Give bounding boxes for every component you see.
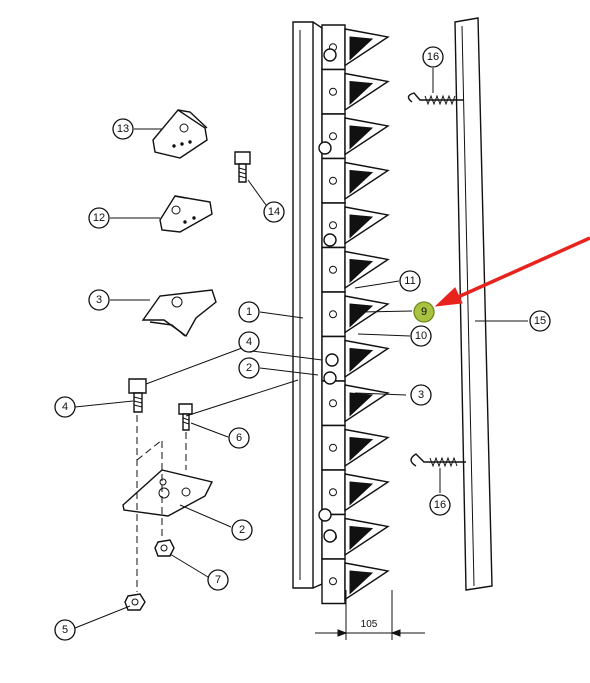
callout-label: 10 (415, 330, 427, 342)
bolt-4 (128, 378, 147, 413)
callout-3: 3 (88, 289, 110, 311)
callout-label: 4 (62, 401, 68, 413)
red-arrow-icon (434, 236, 590, 307)
callout-5: 5 (54, 619, 76, 641)
callout-circle (54, 396, 76, 418)
bracket-12 (159, 195, 213, 233)
side-bar (454, 17, 493, 591)
callout-label: 4 (246, 336, 252, 348)
nut-7 (154, 539, 175, 557)
callout-1: 1 (238, 301, 260, 323)
callout-4: 4 (54, 396, 76, 418)
callout-3: 3 (410, 384, 432, 406)
callout-circle (238, 301, 260, 323)
knife-guards (318, 24, 390, 605)
callout-label: 7 (215, 574, 221, 586)
callout-label: 2 (239, 524, 245, 536)
callout-label: 15 (534, 315, 546, 327)
callout-circle (422, 46, 444, 68)
callout-circle (88, 207, 110, 229)
callout-label: 1 (246, 306, 252, 318)
callout-label: 12 (93, 212, 105, 224)
callout-16: 16 (429, 494, 451, 516)
callout-14: 14 (263, 201, 285, 223)
callout-9: 9 (413, 301, 435, 323)
callout-11: 11 (399, 270, 421, 292)
callout-circle (54, 619, 76, 641)
bracket-13 (152, 109, 208, 159)
callout-2: 2 (238, 357, 260, 379)
spring-bottom (410, 453, 466, 468)
callout-circle (263, 201, 285, 223)
callout-label: 9 (421, 306, 427, 318)
callout-10: 10 (410, 325, 432, 347)
callout-label: 11 (404, 275, 415, 287)
callout-circle (410, 325, 432, 347)
callout-16: 16 (422, 46, 444, 68)
spring-top (407, 92, 464, 106)
callout-label: 3 (96, 294, 102, 306)
callout-7: 7 (207, 569, 229, 591)
callout-circle (410, 384, 432, 406)
callout-15: 15 (529, 310, 551, 332)
callout-circle (228, 427, 250, 449)
callout-label: 2 (246, 362, 252, 374)
callout-circle (413, 301, 435, 323)
dimension-label: 105 (361, 619, 378, 630)
dimension-105: 105 (315, 590, 425, 640)
callout-circle (529, 310, 551, 332)
callout-13: 13 (112, 118, 134, 140)
callout-12: 12 (88, 207, 110, 229)
bolt-6 (178, 403, 193, 431)
callout-6: 6 (228, 427, 250, 449)
callout-label: 16 (434, 499, 446, 511)
callout-circle (231, 519, 253, 541)
callout-4: 4 (238, 331, 260, 353)
callout-label: 3 (418, 389, 424, 401)
finger-bar-rail (292, 21, 323, 589)
assembly-axes (136, 415, 187, 592)
callout-circle (429, 494, 451, 516)
leader-lines (74, 68, 528, 629)
bolt-14 (234, 151, 251, 183)
callout-circle (238, 331, 260, 353)
callout-label: 5 (62, 624, 68, 636)
callout-label: 6 (236, 432, 242, 444)
callout-circle (88, 289, 110, 311)
plate-2 (122, 469, 214, 517)
callout-label: 16 (427, 51, 439, 63)
callout-circle (112, 118, 134, 140)
callout-label: 14 (268, 206, 280, 218)
callout-circle (238, 357, 260, 379)
nut-5 (124, 593, 146, 611)
clamp-3 (141, 289, 217, 338)
callout-2: 2 (231, 519, 253, 541)
callout-circle (399, 270, 421, 292)
callout-label: 13 (117, 123, 129, 135)
callout-circle (207, 569, 229, 591)
